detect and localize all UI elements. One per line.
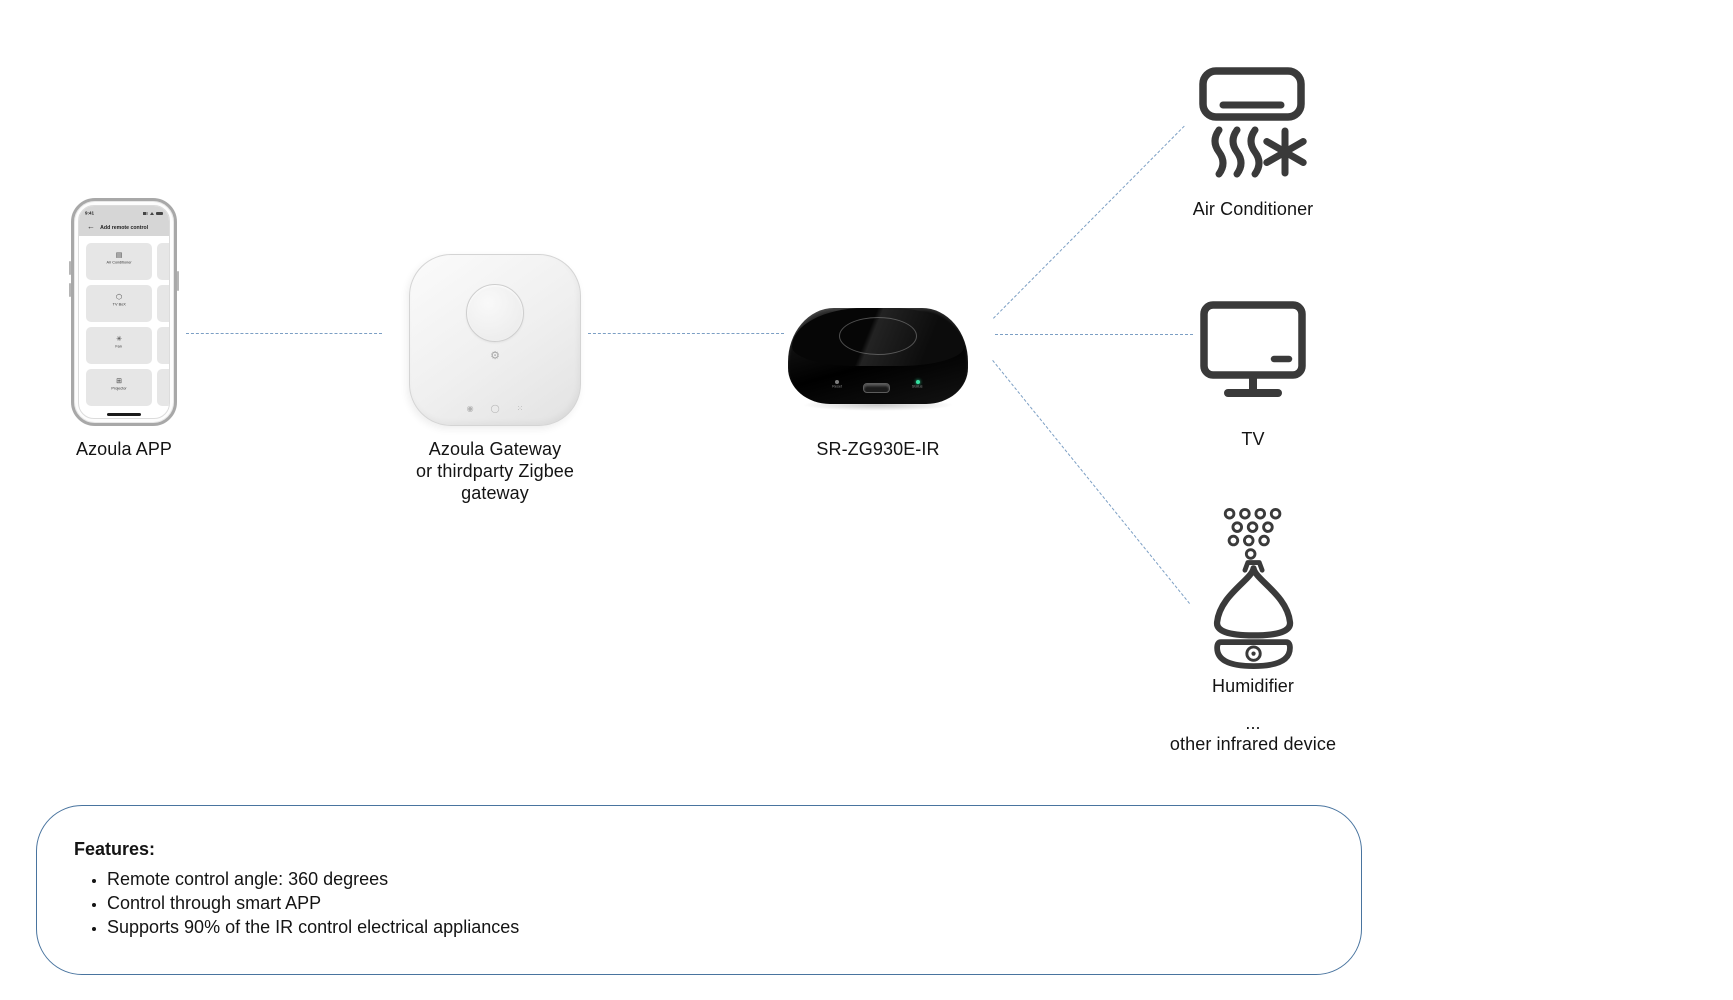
ir-blaster-label: SR-ZG930E-IR (816, 439, 940, 459)
reset-label: Reset (832, 384, 843, 389)
air-conditioner-label: Air Conditioner (1192, 199, 1314, 219)
tile-fan: ✳ Fan (86, 327, 153, 364)
feature-item: Supports 90% of the IR control electrica… (107, 915, 1361, 939)
fan-icon: ✳ (116, 336, 123, 344)
connector-gateway-blaster (588, 333, 784, 334)
features-panel: Features: Remote control angle: 360 degr… (36, 805, 1362, 975)
smartphone: 9:41 ← Add remote control ▤ Air Conditio… (69, 198, 179, 426)
usb-port (863, 382, 891, 393)
ir-blaster-front-panel: Reset Status (788, 380, 968, 395)
signal-icon (143, 212, 148, 215)
remote-type-grid: ▤ Air Conditioner ▢ TV ⬡ TV BoX ▣ Intern… (79, 236, 169, 413)
other-infrared-device-label: other infrared device (1169, 734, 1337, 754)
phone-label: Azoula APP (75, 439, 173, 459)
reset-hole (835, 380, 840, 384)
feature-item: Control through smart APP (107, 891, 1361, 915)
zigbee-gateway: ⚙ ◉ ◯ ⁙ (409, 254, 581, 426)
phone-side-button (177, 271, 179, 291)
features-heading: Features: (74, 839, 156, 859)
tile-tv-box: ⬡ TV BoX (86, 285, 153, 322)
ir-blaster-body: Reset Status (788, 308, 968, 404)
battery-icon (156, 211, 163, 216)
certification-marks-icon: ◉ ◯ ⁙ (466, 404, 524, 413)
connector-blaster-tv (995, 334, 1193, 335)
app-header: 9:41 ← Add remote control (79, 206, 169, 236)
app-title: Add remote control (100, 224, 148, 230)
ir-blaster-device: Reset Status (788, 308, 968, 411)
device-shadow (802, 399, 954, 411)
tv-box-icon: ⬡ (116, 294, 123, 302)
connector-blaster-humidifier (992, 360, 1190, 604)
wifi-icon (150, 212, 154, 215)
projector-icon: ⊞ (116, 378, 123, 386)
connector-phone-gateway (186, 333, 382, 334)
gateway-button (466, 284, 524, 342)
gateway-label: Azoula Gateway or thirdparty Zigbee gate… (415, 439, 575, 503)
air-conditioner-target-icon (1196, 64, 1308, 190)
tile-sound: ▯ Sound (157, 327, 169, 364)
tile-projector: ⊞ Projector (86, 369, 153, 406)
phone-side-button (69, 283, 71, 297)
features-list: Remote control angle: 360 degrees Contro… (37, 867, 1361, 939)
humidifier-label: Humidifier (1211, 676, 1295, 696)
air-conditioner-icon: ▤ (115, 252, 123, 260)
tile-tv: ▢ TV (157, 243, 169, 280)
humidifier-target-icon (1197, 505, 1312, 670)
gear-icon: ⚙ (490, 350, 500, 362)
ir-blaster-top-ring (839, 317, 917, 355)
tv-label: TV (1241, 429, 1265, 449)
tile-air-conditioner: ▤ Air Conditioner (86, 243, 153, 280)
back-arrow-icon: ← (87, 222, 95, 231)
connector-blaster-ac (993, 125, 1185, 319)
status-time: 9:41 (85, 211, 95, 216)
home-indicator (107, 413, 141, 416)
tile-custom-control: ▮ Custom Control (157, 369, 169, 406)
tv-target-icon (1197, 300, 1309, 400)
phone-side-button (69, 261, 71, 275)
status-label: Status (912, 384, 923, 389)
ellipsis-text: ... (1245, 713, 1261, 733)
tile-internet-box: ▣ Internet Box (157, 285, 169, 322)
feature-item: Remote control angle: 360 degrees (107, 867, 1361, 891)
phone-screen: 9:41 ← Add remote control ▤ Air Conditio… (78, 205, 170, 419)
status-led (915, 380, 920, 384)
